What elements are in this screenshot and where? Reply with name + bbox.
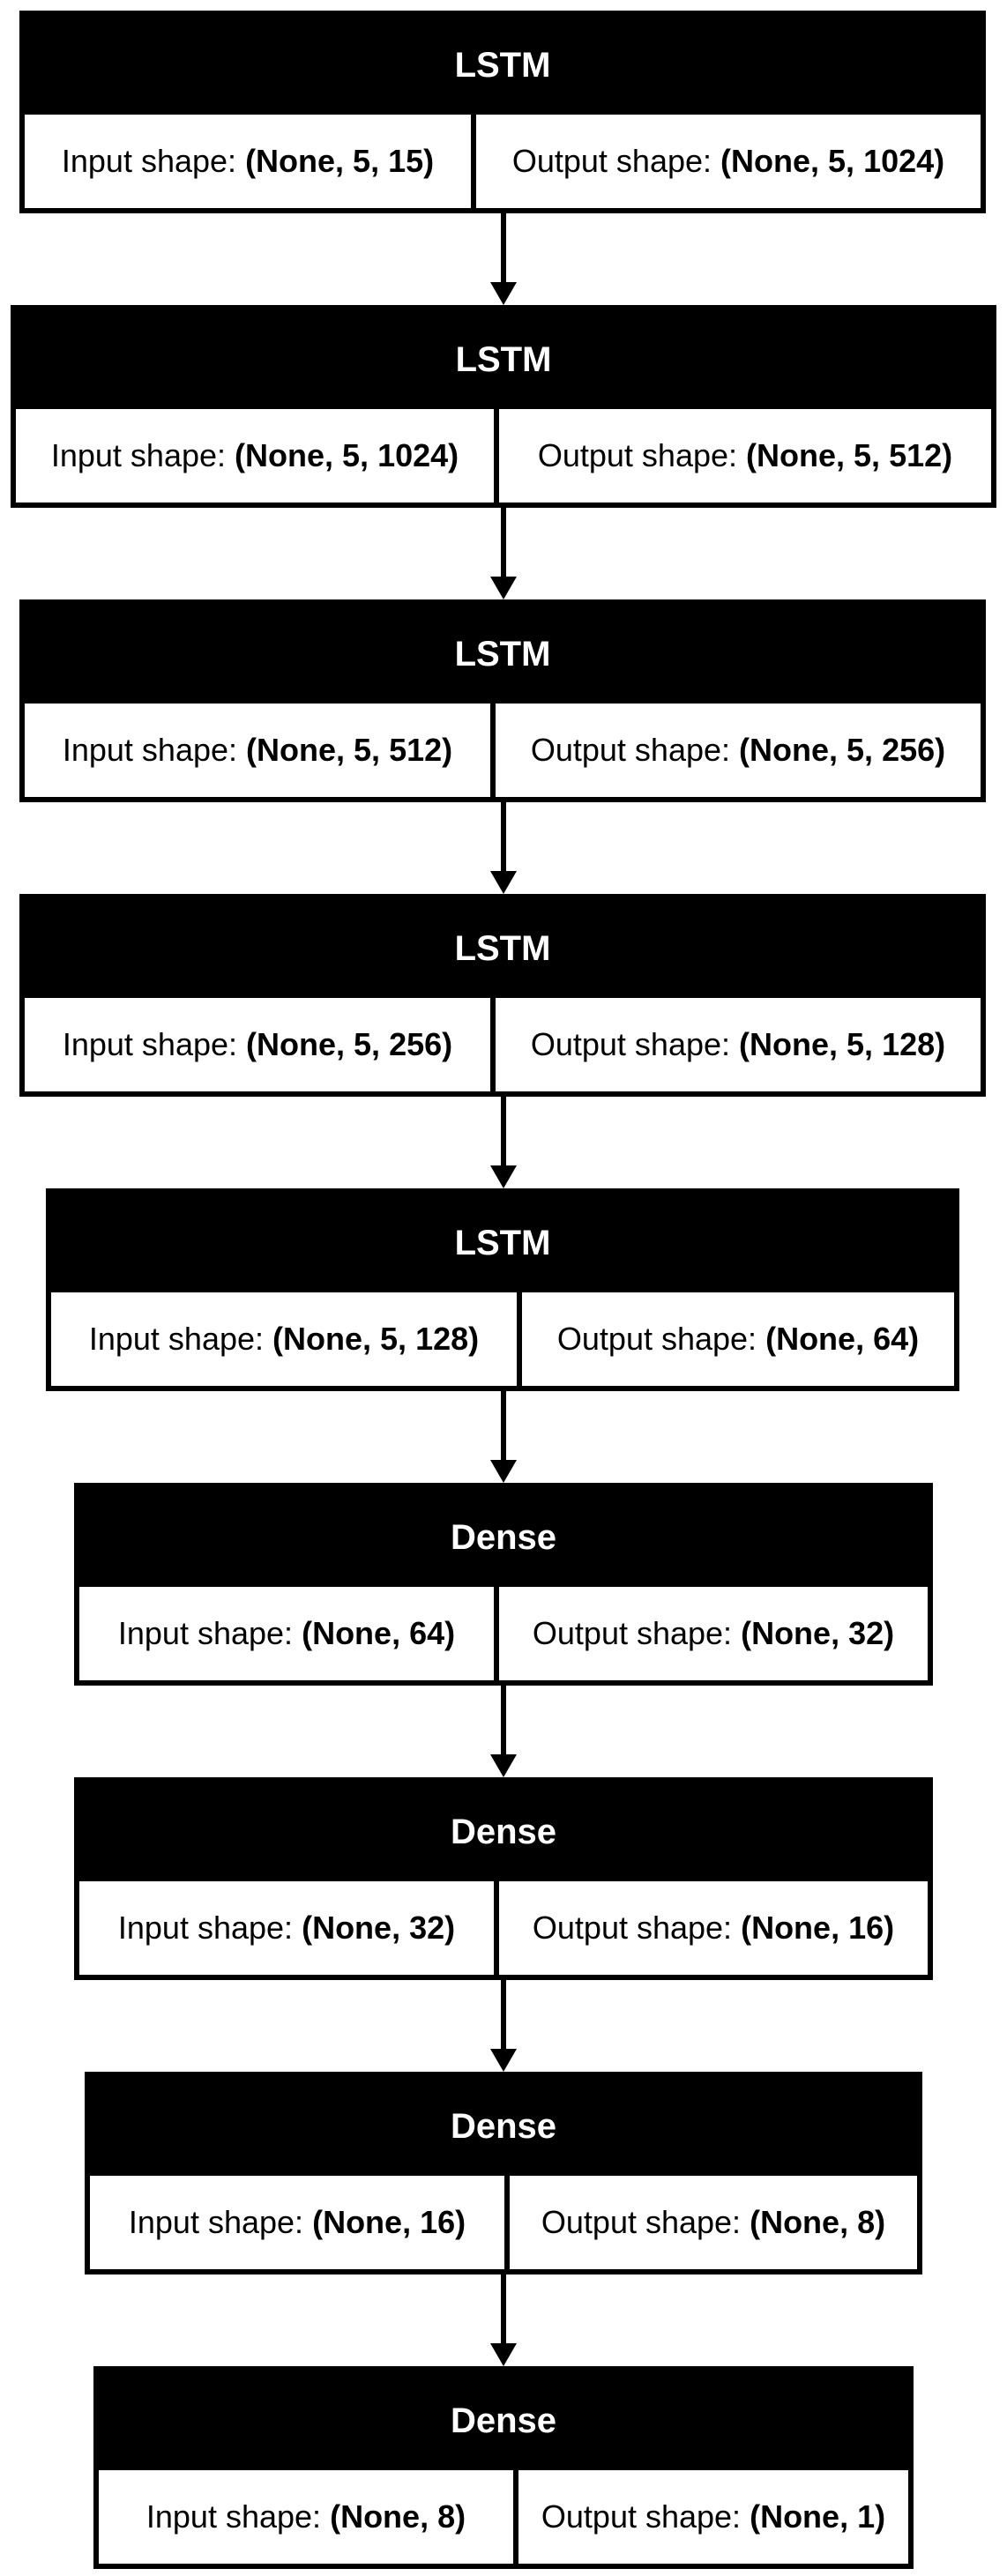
output-shape-cell: Output shape: (None, 16) bbox=[499, 1881, 928, 1975]
input-shape-cell: Input shape: (None, 5, 512) bbox=[25, 704, 490, 797]
input-shape-label: Input shape: bbox=[117, 1615, 294, 1651]
output-shape-cell: Output shape: (None, 1) bbox=[518, 2470, 908, 2564]
layer-shapes: Input shape: (None, 5, 1024)Output shape… bbox=[16, 409, 991, 503]
arrowhead-icon bbox=[490, 577, 517, 599]
input-shape-cell: Input shape: (None, 5, 256) bbox=[25, 998, 490, 1091]
output-shape-label: Output shape: bbox=[530, 732, 731, 768]
output-shape-label: Output shape: bbox=[530, 1026, 731, 1062]
layer-type: LSTM bbox=[454, 635, 551, 674]
input-shape-label: Input shape: bbox=[117, 1910, 294, 1946]
arrowhead-icon bbox=[490, 282, 517, 305]
input-shape-cell: Input shape: (None, 16) bbox=[90, 2176, 504, 2269]
connector-line bbox=[501, 508, 506, 578]
output-shape-cell: Output shape: (None, 5, 256) bbox=[496, 704, 981, 797]
input-shape-cell: Input shape: (None, 32) bbox=[79, 1881, 494, 1975]
output-shape-cell: Output shape: (None, 32) bbox=[499, 1587, 928, 1680]
layer-type: Dense bbox=[450, 1518, 557, 1557]
output-shape-label: Output shape: bbox=[532, 1910, 733, 1946]
output-shape-cell: Output shape: (None, 64) bbox=[522, 1292, 954, 1386]
input-shape-label: Input shape: bbox=[88, 1321, 265, 1357]
layer-type: LSTM bbox=[455, 340, 552, 379]
output-shape-value: (None, 8) bbox=[750, 2204, 886, 2240]
output-shape-value: (None, 5, 512) bbox=[746, 437, 953, 473]
connector-line bbox=[501, 1097, 506, 1167]
input-shape-label: Input shape: bbox=[62, 1026, 238, 1062]
output-shape-cell: Output shape: (None, 5, 512) bbox=[499, 409, 991, 503]
layer-type: Dense bbox=[450, 2401, 557, 2440]
input-shape-label: Input shape: bbox=[61, 143, 237, 179]
input-shape-label: Input shape: bbox=[62, 732, 238, 768]
arrowhead-icon bbox=[490, 2049, 517, 2072]
input-shape-value: (None, 64) bbox=[302, 1615, 456, 1651]
output-shape-value: (None, 1) bbox=[750, 2498, 886, 2535]
output-shape-cell: Output shape: (None, 5, 1024) bbox=[476, 115, 981, 208]
output-shape-value: (None, 5, 256) bbox=[739, 732, 946, 768]
layer-type: Dense bbox=[450, 1813, 557, 1851]
layer-shapes: Input shape: (None, 5, 128)Output shape:… bbox=[51, 1292, 954, 1386]
connector-line bbox=[501, 1980, 506, 2051]
output-shape-label: Output shape: bbox=[541, 2498, 742, 2535]
output-shape-label: Output shape: bbox=[556, 1321, 757, 1357]
layer-shapes: Input shape: (None, 5, 15)Output shape: … bbox=[25, 115, 981, 208]
input-shape-value: (None, 5, 15) bbox=[245, 143, 435, 179]
layer-type: LSTM bbox=[454, 46, 551, 85]
output-shape-value: (None, 16) bbox=[741, 1910, 895, 1946]
output-shape-label: Output shape: bbox=[532, 1615, 733, 1651]
output-shape-label: Output shape: bbox=[541, 2204, 742, 2240]
layer-shapes: Input shape: (None, 32)Output shape: (No… bbox=[79, 1881, 928, 1975]
input-shape-value: (None, 16) bbox=[312, 2204, 466, 2240]
arrowhead-icon bbox=[490, 2343, 517, 2366]
layer-type: Dense bbox=[450, 2107, 557, 2146]
input-shape-cell: Input shape: (None, 5, 128) bbox=[51, 1292, 517, 1386]
input-shape-value: (None, 8) bbox=[330, 2498, 466, 2535]
input-shape-label: Input shape: bbox=[145, 2498, 322, 2535]
input-shape-cell: Input shape: (None, 8) bbox=[99, 2470, 513, 2564]
layer-shapes: Input shape: (None, 16)Output shape: (No… bbox=[90, 2176, 917, 2269]
input-shape-label: Input shape: bbox=[50, 437, 227, 473]
input-shape-value: (None, 5, 512) bbox=[246, 732, 453, 768]
layer-type: LSTM bbox=[454, 1224, 551, 1262]
layer-type: LSTM bbox=[454, 929, 551, 968]
output-shape-label: Output shape: bbox=[511, 143, 712, 179]
connector-line bbox=[501, 802, 506, 873]
layer-shapes: Input shape: (None, 8)Output shape: (Non… bbox=[99, 2470, 908, 2564]
output-shape-value: (None, 64) bbox=[765, 1321, 920, 1357]
arrowhead-icon bbox=[490, 871, 517, 894]
input-shape-label: Input shape: bbox=[128, 2204, 304, 2240]
input-shape-value: (None, 32) bbox=[302, 1910, 456, 1946]
input-shape-cell: Input shape: (None, 64) bbox=[79, 1587, 494, 1680]
connector-line bbox=[501, 1391, 506, 1462]
arrowhead-icon bbox=[490, 1165, 517, 1188]
input-shape-value: (None, 5, 128) bbox=[272, 1321, 480, 1357]
connector-line bbox=[501, 2274, 506, 2345]
arrowhead-icon bbox=[490, 1460, 517, 1483]
output-shape-value: (None, 32) bbox=[741, 1615, 895, 1651]
output-shape-cell: Output shape: (None, 5, 128) bbox=[496, 998, 981, 1091]
input-shape-cell: Input shape: (None, 5, 1024) bbox=[16, 409, 494, 503]
output-shape-label: Output shape: bbox=[537, 437, 738, 473]
output-shape-value: (None, 5, 128) bbox=[739, 1026, 946, 1062]
output-shape-value: (None, 5, 1024) bbox=[720, 143, 945, 179]
layer-shapes: Input shape: (None, 5, 512)Output shape:… bbox=[25, 704, 981, 797]
input-shape-value: (None, 5, 1024) bbox=[235, 437, 459, 473]
layer-shapes: Input shape: (None, 5, 256)Output shape:… bbox=[25, 998, 981, 1091]
input-shape-value: (None, 5, 256) bbox=[246, 1026, 453, 1062]
input-shape-cell: Input shape: (None, 5, 15) bbox=[25, 115, 471, 208]
arrowhead-icon bbox=[490, 1754, 517, 1777]
connector-line bbox=[501, 1686, 506, 1756]
output-shape-cell: Output shape: (None, 8) bbox=[510, 2176, 917, 2269]
layer-shapes: Input shape: (None, 64)Output shape: (No… bbox=[79, 1587, 928, 1680]
connector-line bbox=[501, 213, 506, 284]
